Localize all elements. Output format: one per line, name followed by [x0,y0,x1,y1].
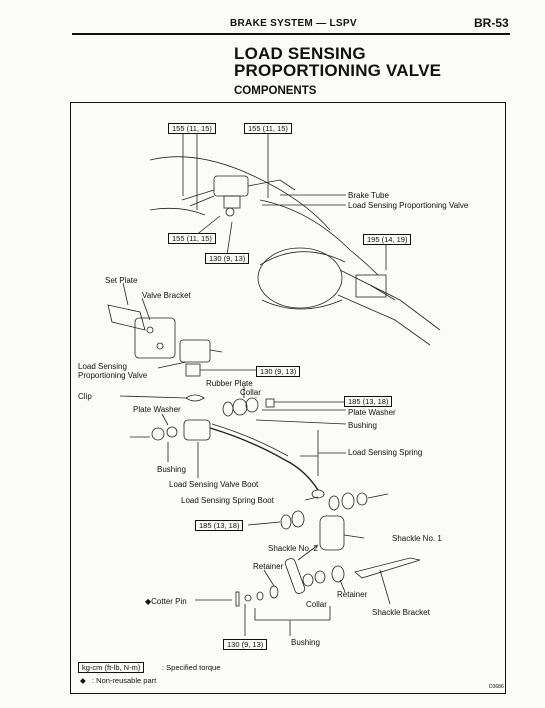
label-set-plate: Set Plate [105,276,138,285]
label-lspv-left-1: Load Sensing [78,362,127,371]
page-title-line-1: LOAD SENSING [234,44,366,63]
label-lspv-left-2: Proportioning Valve [78,371,148,380]
differential-housing [257,247,441,346]
torque-spec-box: 130 (9, 13) [205,253,250,264]
page-number: BR-53 [474,16,509,30]
label-retainer-left: Retainer [253,562,284,571]
torque-spec-box: 130 (9, 13) [256,366,301,377]
page-subtitle: COMPONENTS [234,85,317,97]
label-spring-boot: Load Sensing Spring Boot [181,496,274,505]
section-header: BRAKE SYSTEM — LSPV [230,18,357,29]
page-title-line-2: PROPORTIONING VALVE [234,61,442,80]
label-bushing-left: Bushing [157,465,186,474]
label-clip: Clip [78,392,92,401]
label-shackle-bracket: Shackle Bracket [372,608,430,617]
figure-code: D3686 [489,684,504,690]
label-plate-washer-right: Plate Washer [348,408,396,417]
legend-torque-unit: kg-cm (ft-lb, N-m) [78,662,145,673]
label-valve-boot: Load Sensing Valve Boot [169,480,259,489]
label-collar-bottom: Collar [306,600,327,609]
label-load-sensing-spring: Load Sensing Spring [348,448,423,457]
label-collar-top: Collar [240,388,261,397]
label-shackle-no1: Shackle No. 1 [392,534,442,543]
legend-torque-desc: : Specified torque [162,663,221,672]
torque-spec-box: 155 (11, 15) [168,123,216,134]
label-lspv-top: Load Sensing Proportioning Valve [348,201,469,210]
torque-spec-box: 155 (11, 15) [244,123,292,134]
torque-spec-box: 185 (13, 18) [344,396,393,407]
label-valve-bracket: Valve Bracket [142,291,191,300]
page-title: LOAD SENSING PROPORTIONING VALVE [234,45,441,79]
diagram-frame [70,102,506,694]
torque-spec-box: 185 (13, 18) [195,520,244,531]
label-bushing-bottom: Bushing [291,638,320,647]
legend-diamond-desc: : Non-reusable part [92,676,157,685]
torque-spec-box: 155 (11, 15) [168,233,216,244]
label-plate-washer-left: Plate Washer [133,405,181,414]
valve-bracket-assembly [107,282,223,363]
header-rule [72,33,510,35]
torque-spec-box: 195 (14, 19) [363,234,412,245]
label-brake-tube: Brake Tube [348,191,389,200]
label-cotter-pin: ◆Cotter Pin [145,597,187,606]
top-valve-assembly [181,175,296,217]
legend-diamond-icon: ◆ [80,676,86,685]
torque-spec-box: 130 (9, 13) [223,639,268,650]
label-retainer-right: Retainer [337,590,368,599]
label-bushing-right: Bushing [348,421,377,430]
label-rubber-plate: Rubber Plate [206,379,253,388]
label-shackle-no2: Shackle No. 2 [268,544,318,553]
